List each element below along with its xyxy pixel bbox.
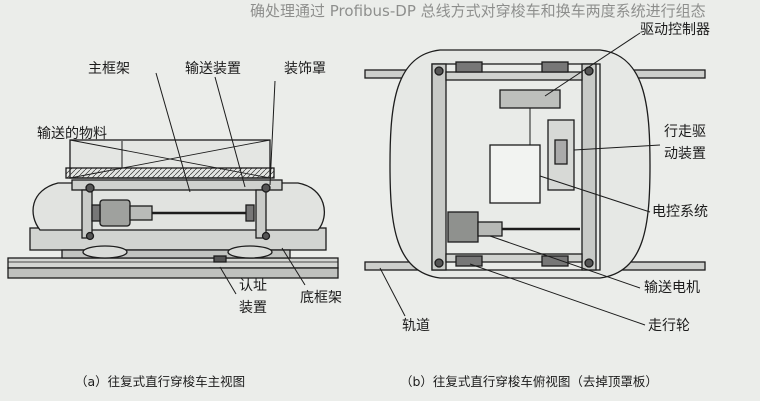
- label-track: 轨道: [402, 318, 430, 334]
- top-view: [364, 32, 706, 326]
- caption-front-view: （a）往复式直行穿梭车主视图: [75, 374, 245, 389]
- label-walk-drive-line2: 动装置: [664, 146, 706, 162]
- label-address-device-line2: 装置: [239, 300, 267, 316]
- conveyor-device: [91, 199, 255, 227]
- label-decorative-cover: 装饰罩: [284, 61, 326, 77]
- label-base-frame: 底框架: [300, 290, 342, 306]
- label-walk-wheel: 走行轮: [648, 318, 690, 334]
- label-main-frame: 主框架: [88, 61, 130, 77]
- rail-left: [7, 257, 339, 279]
- label-conveyor-motor: 输送电机: [644, 280, 700, 296]
- frame-column-right: [581, 63, 597, 271]
- label-conveyed-material: 输送的物料: [37, 126, 107, 142]
- caption-top-view: （b）往复式直行穿梭车俯视图（去掉顶罩板）: [400, 374, 658, 389]
- label-conveyor-device: 输送装置: [185, 61, 241, 77]
- walk-wheel-left: [455, 255, 483, 267]
- label-address-device-line1: 认址: [239, 278, 267, 294]
- electric-control-box: [489, 144, 541, 204]
- front-view: [7, 72, 339, 295]
- label-walk-drive-line1: 行走驱: [664, 124, 706, 140]
- label-drive-controller: 驱动控制器: [640, 22, 710, 38]
- conveyed-material: [65, 139, 275, 179]
- address-device: [213, 255, 227, 263]
- walk-wheel-right: [541, 255, 569, 267]
- frame-column-left: [431, 63, 447, 271]
- base-frame: [29, 227, 327, 259]
- conveyor-motor: [447, 211, 580, 243]
- label-electric-control: 电控系统: [652, 204, 708, 220]
- top-leaders: [379, 32, 661, 326]
- drive-controller: [499, 89, 561, 109]
- main-frame: [71, 179, 283, 241]
- front-leaders: [121, 72, 306, 295]
- background-bleed-text: 确处理通过 Profibus-DP 总线方式对穿梭车和换车两度系统进行组态: [250, 2, 706, 20]
